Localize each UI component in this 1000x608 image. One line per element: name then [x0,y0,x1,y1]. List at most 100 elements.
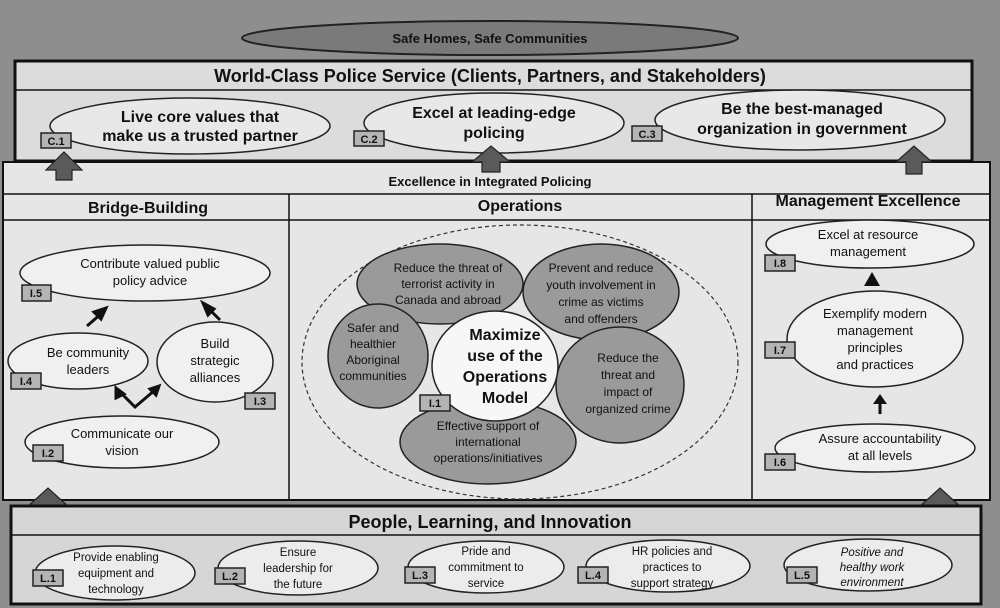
objective-i8-line1: Excel at resource [818,227,918,242]
arrow-i4-to-i5-head [91,305,109,322]
arrow-up-left-top [44,151,84,181]
objective-c3: Be the best-managed organization in gove… [631,89,946,151]
objective-i2-code: I.2 [42,448,54,460]
objective-l2: Ensure leadership for the future L.2 [214,540,379,596]
objective-i4-ellipse [7,332,149,390]
objective-c1: Live core values that make us a trusted … [40,97,331,155]
client-perspective-box: World-Class Police Service (Clients, Par… [13,59,974,163]
objective-l2-line1: Ensure [280,547,316,559]
objective-i4-line1: Be community [47,345,130,360]
objective-l1-code-box [32,569,64,587]
objective-i4-code-box [10,372,42,390]
objective-c1-line1: Live core values that [121,109,280,126]
objective-i3-code: I.3 [254,396,266,408]
objective-l2-line2: leadership for [263,563,333,575]
objective-i7-ellipse [786,290,964,388]
objective-c1-ellipse [49,97,331,155]
objective-i2-line1: Communicate our [71,426,174,441]
client-box-title: World-Class Police Service (Clients, Par… [214,66,766,86]
objective-i1-line4: Model [482,390,528,407]
objective-i5-line1: Contribute valued public [80,256,220,271]
objective-i6-code: I.6 [774,457,786,469]
objective-i3-line1: Build [201,336,230,351]
satellite-aboriginal-line4: communities [339,369,406,383]
operations-title: Operations [478,198,563,215]
satellite-aboriginal-line1: Safer and [347,321,399,335]
objective-i7-line3: principles [848,340,903,355]
objective-c1-line2: make us a trusted partner [102,128,298,145]
objective-l5-ellipse [783,538,953,592]
objective-i4: Be community leaders I.4 [7,332,149,390]
objective-i1-ellipse [431,310,559,422]
satellite-organized-crime-line4: organized crime [585,402,671,416]
objective-i1-line3: Operations [463,369,548,386]
objective-l2-code: L.2 [222,571,238,583]
objective-l1-code: L.1 [40,573,56,585]
satellite-organized-crime-line1: Reduce the [597,351,659,365]
satellite-organized-crime-line3: impact of [604,385,653,399]
objective-i7: Exemplify modern management principles a… [764,290,964,388]
objective-i6-line2: at all levels [848,448,913,463]
objective-c1-code: C.1 [47,136,64,148]
objective-c2-ellipse [363,92,625,154]
objective-i7-line2: management [837,323,913,338]
objective-i8-line2: management [830,244,906,259]
objective-i2: Communicate our vision I.2 [24,415,220,469]
management-excellence-title: Management Excellence [776,193,961,210]
objective-c3-code: C.3 [638,129,655,141]
objective-l1-line2: equipment and [78,568,154,580]
operations-dashed-boundary [301,224,739,500]
satellite-organized-crime-line2: threat and [601,368,655,382]
satellite-international-line1: Effective support of [437,419,540,433]
learning-perspective-box: People, Learning, and Innovation Provide… [9,504,983,606]
objective-i3: Build strategic alliances I.3 [156,321,276,410]
objective-l3-code-box [404,566,436,584]
arrow-i6-to-i7 [873,394,887,414]
objective-l3-line2: commitment to [448,562,523,574]
bridge-building-arrows [86,299,222,410]
satellite-aboriginal-ellipse [327,303,429,409]
top-banner: Safe Homes, Safe Communities [241,20,739,56]
objective-l5-code-box [786,566,818,584]
objective-i4-code: I.4 [20,376,33,388]
objective-i7-code-box [764,341,796,359]
objective-i7-line1: Exemplify modern [823,306,927,321]
objective-i3-ellipse [156,321,274,403]
satellite-aboriginal-line3: Aboriginal [346,353,399,367]
objective-i8-code: I.8 [774,258,786,270]
objective-i1-code-box [419,394,451,412]
satellite-youth: Prevent and reduce youth involvement in … [522,243,680,341]
objective-i6-code-box [764,453,796,471]
satellite-international-line3: operations/initiatives [434,451,543,465]
objective-c3-line1: Be the best-managed [721,101,883,118]
objective-i3-line3: alliances [190,370,241,385]
objective-i4-line2: leaders [67,362,110,377]
objective-c2: Excel at leading-edge policing C.2 [353,92,625,154]
arrow-i3-to-i5-head [199,299,217,318]
objective-i7-line4: and practices [836,357,914,372]
objective-l1-line1: Provide enabling [73,552,159,564]
objective-l3: Pride and commitment to service L.3 [404,540,565,594]
objective-i5-code: I.5 [30,288,42,300]
objective-i6-ellipse [774,423,976,473]
objective-l4-code: L.4 [585,570,602,582]
objective-l4: HR policies and practices to support str… [577,539,751,593]
objective-c2-code-box [353,130,385,147]
arrow-i6-to-i7-head [873,394,887,404]
objective-l4-ellipse [585,539,751,593]
top-banner-text: Safe Homes, Safe Communities [392,31,587,46]
satellite-terrorism-ellipse [356,243,524,325]
satellite-terrorism-line1: Reduce the threat of [394,261,503,275]
objective-c2-line1: Excel at leading-edge [412,105,576,122]
satellite-organized-crime: Reduce the threat and impact of organize… [555,326,685,444]
objective-i2-code-box [32,444,64,462]
objective-i6: Assure accountability at all levels I.6 [764,423,976,473]
objective-l4-line2: practices to [643,562,702,574]
objective-i8-code-box [764,254,796,272]
arrow-i2-left-head [114,385,127,401]
objective-l5: Positive and healthy work environment L.… [783,538,953,592]
satellite-organized-crime-ellipse [555,326,685,444]
arrow-up-right-top [894,145,934,175]
